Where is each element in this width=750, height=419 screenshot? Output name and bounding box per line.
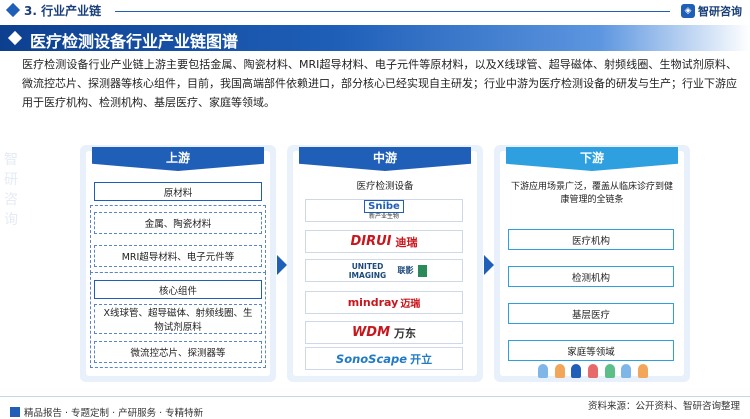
logo-text: WDM <box>351 325 391 340</box>
downstream-item: 基层医疗 <box>508 303 674 324</box>
downstream-column: 下游 下游应用场景广泛，覆盖从临床诊疗到健康管理的全链条 医疗机构 检测机构 基… <box>494 145 690 382</box>
downstream-item: 医疗机构 <box>508 229 674 250</box>
person-icon <box>538 364 548 378</box>
downstream-item: 检测机构 <box>508 266 674 287</box>
arrow-right-icon <box>484 255 494 275</box>
logo-sub: 万东 <box>394 326 417 340</box>
company-logo-dirui: DIRUI 迪瑞 <box>305 230 463 253</box>
logo-text: mindray <box>347 296 399 309</box>
footer-logo-icon <box>10 407 20 417</box>
downstream-panel <box>500 151 684 376</box>
core-component-group <box>90 272 266 368</box>
footer-services-text: 精品报告 · 专题定制 · 产研服务 · 专精特新 <box>24 408 204 419</box>
united-imaging-mark-icon <box>417 264 427 277</box>
downstream-item: 家庭等领域 <box>508 340 674 361</box>
upstream-column: 上游 原材料 金属、陶瓷材料 MRI超导材料、电子元件等 核心组件 X线球管、超… <box>80 145 276 382</box>
logo-text: DIRUI <box>350 234 392 249</box>
footer-divider <box>0 396 750 397</box>
top-divider <box>115 11 670 12</box>
logo-sub: 迪瑞 <box>395 235 418 249</box>
title-band: 医疗检测设备行业产业链图谱 <box>0 25 750 51</box>
person-icon <box>637 364 648 378</box>
footer-services: 精品报告 · 专题定制 · 产研服务 · 专精特新 <box>10 405 203 419</box>
company-logo-wdm: WDM 万东 <box>305 321 463 344</box>
company-logo-sonoscape: SonoScape 开立 <box>305 347 463 370</box>
person-icon <box>587 364 598 378</box>
raw-material-item: MRI超导材料、电子元件等 <box>94 245 262 267</box>
person-icon <box>571 364 582 378</box>
company-logo-mindray: mindray 迈瑞 <box>305 291 463 314</box>
logo-text: Snibe <box>364 200 404 213</box>
logo-sub: 迈瑞 <box>400 299 421 310</box>
core-component-item: 微流控芯片、探测器等 <box>94 341 262 363</box>
core-component-item: X线球管、超导磁体、射频线圈、生物试剂原料 <box>94 304 262 334</box>
page-title: 医疗检测设备行业产业链图谱 <box>30 32 239 51</box>
midstream-column: 中游 医疗检测设备 Snibe 新产业生物 DIRUI 迪瑞 UNITED IM… <box>287 145 483 382</box>
logo-text: SonoScape <box>335 351 408 366</box>
core-component-header: 核心组件 <box>94 280 262 299</box>
arrow-right-icon <box>277 255 287 275</box>
logo-text: UNITED IMAGING <box>348 261 387 280</box>
intro-paragraph: 医疗检测设备行业产业链上游主要包括金属、陶瓷材料、MRI超导材料、电子元件等原材… <box>22 58 737 109</box>
logo-sub: 开立 <box>410 352 433 366</box>
people-illustration <box>538 364 648 378</box>
raw-material-header: 原材料 <box>94 182 262 201</box>
section-title: 3. 行业产业链 <box>24 4 102 18</box>
logo-sub: 联影 <box>397 266 414 275</box>
title-diamond-icon <box>7 30 23 46</box>
person-icon <box>604 364 615 378</box>
person-icon <box>621 364 632 378</box>
raw-material-item: 金属、陶瓷材料 <box>94 212 262 234</box>
section-marker-icon <box>5 2 21 18</box>
source-note: 资料来源：公开资料、智研咨询整理 <box>587 401 740 412</box>
downstream-description: 下游应用场景广泛，覆盖从临床诊疗到健康管理的全链条 <box>510 182 673 205</box>
top-bar: 3. 行业产业链 ◈ 智研咨询 <box>0 0 750 22</box>
logo-sub: 新产业生物 <box>368 213 399 220</box>
person-icon <box>554 364 565 378</box>
brand: ◈ 智研咨询 <box>681 3 742 19</box>
midstream-subtitle: 医疗检测设备 <box>356 181 414 192</box>
watermark: 智研咨询 <box>4 152 18 228</box>
brand-logo-icon: ◈ <box>681 4 695 18</box>
brand-name: 智研咨询 <box>698 5 742 18</box>
company-logo-snibe: Snibe 新产业生物 <box>305 199 463 222</box>
company-logo-united-imaging: UNITED IMAGING 联影 <box>305 259 463 282</box>
